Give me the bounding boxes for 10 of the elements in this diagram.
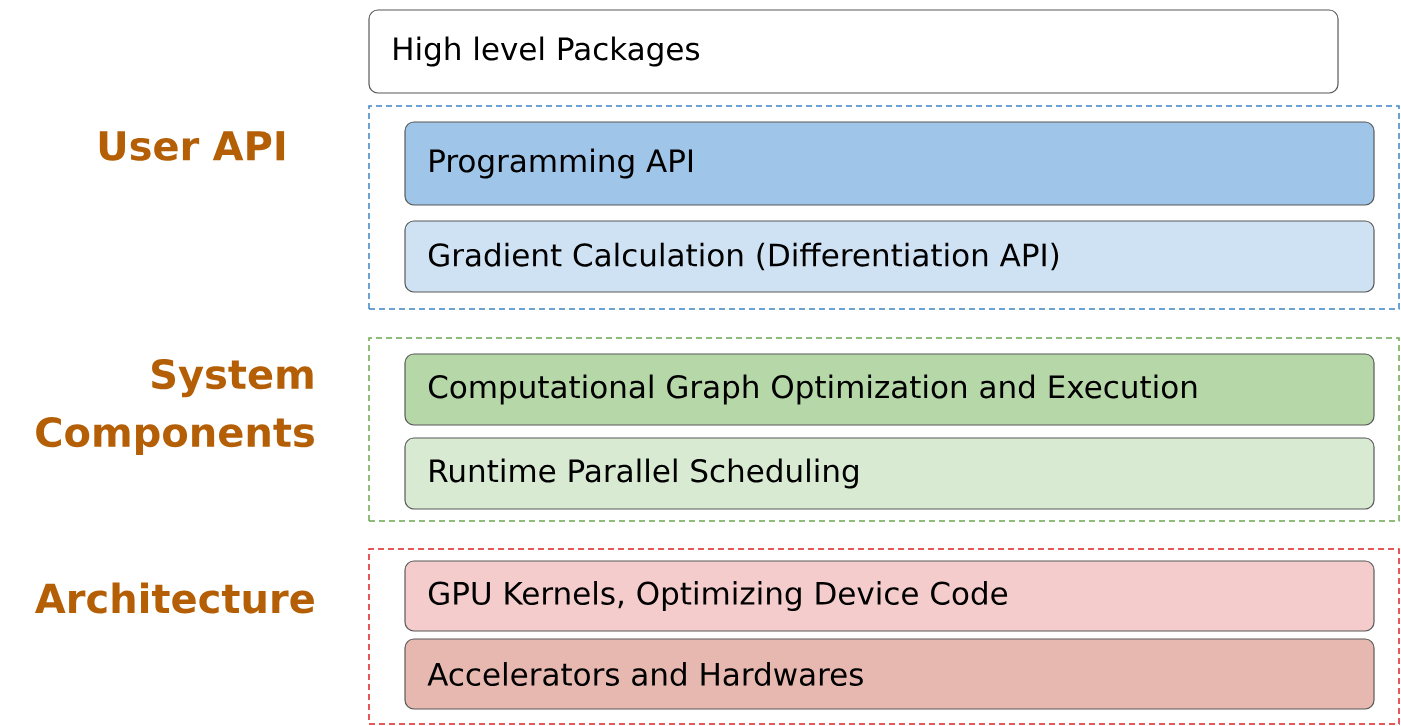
group-heading: User API bbox=[99, 131, 285, 161]
layer-box: GPU Kernels, Optimizing Device Code bbox=[404, 560, 1375, 632]
layer-box: Runtime Parallel Scheduling bbox=[404, 437, 1375, 510]
layer-box: Gradient Calculation (Differentiation API) bbox=[404, 220, 1375, 293]
layer-box: Accelerators and Hardwares bbox=[404, 638, 1375, 710]
layer-box: High level Packages bbox=[368, 9, 1339, 94]
group-heading: System Components bbox=[36, 359, 314, 455]
group-heading: Architecture bbox=[35, 582, 314, 614]
layer-box: Computational Graph Optimization and Execution bbox=[404, 353, 1375, 426]
layer-box: Programming API bbox=[404, 121, 1375, 206]
